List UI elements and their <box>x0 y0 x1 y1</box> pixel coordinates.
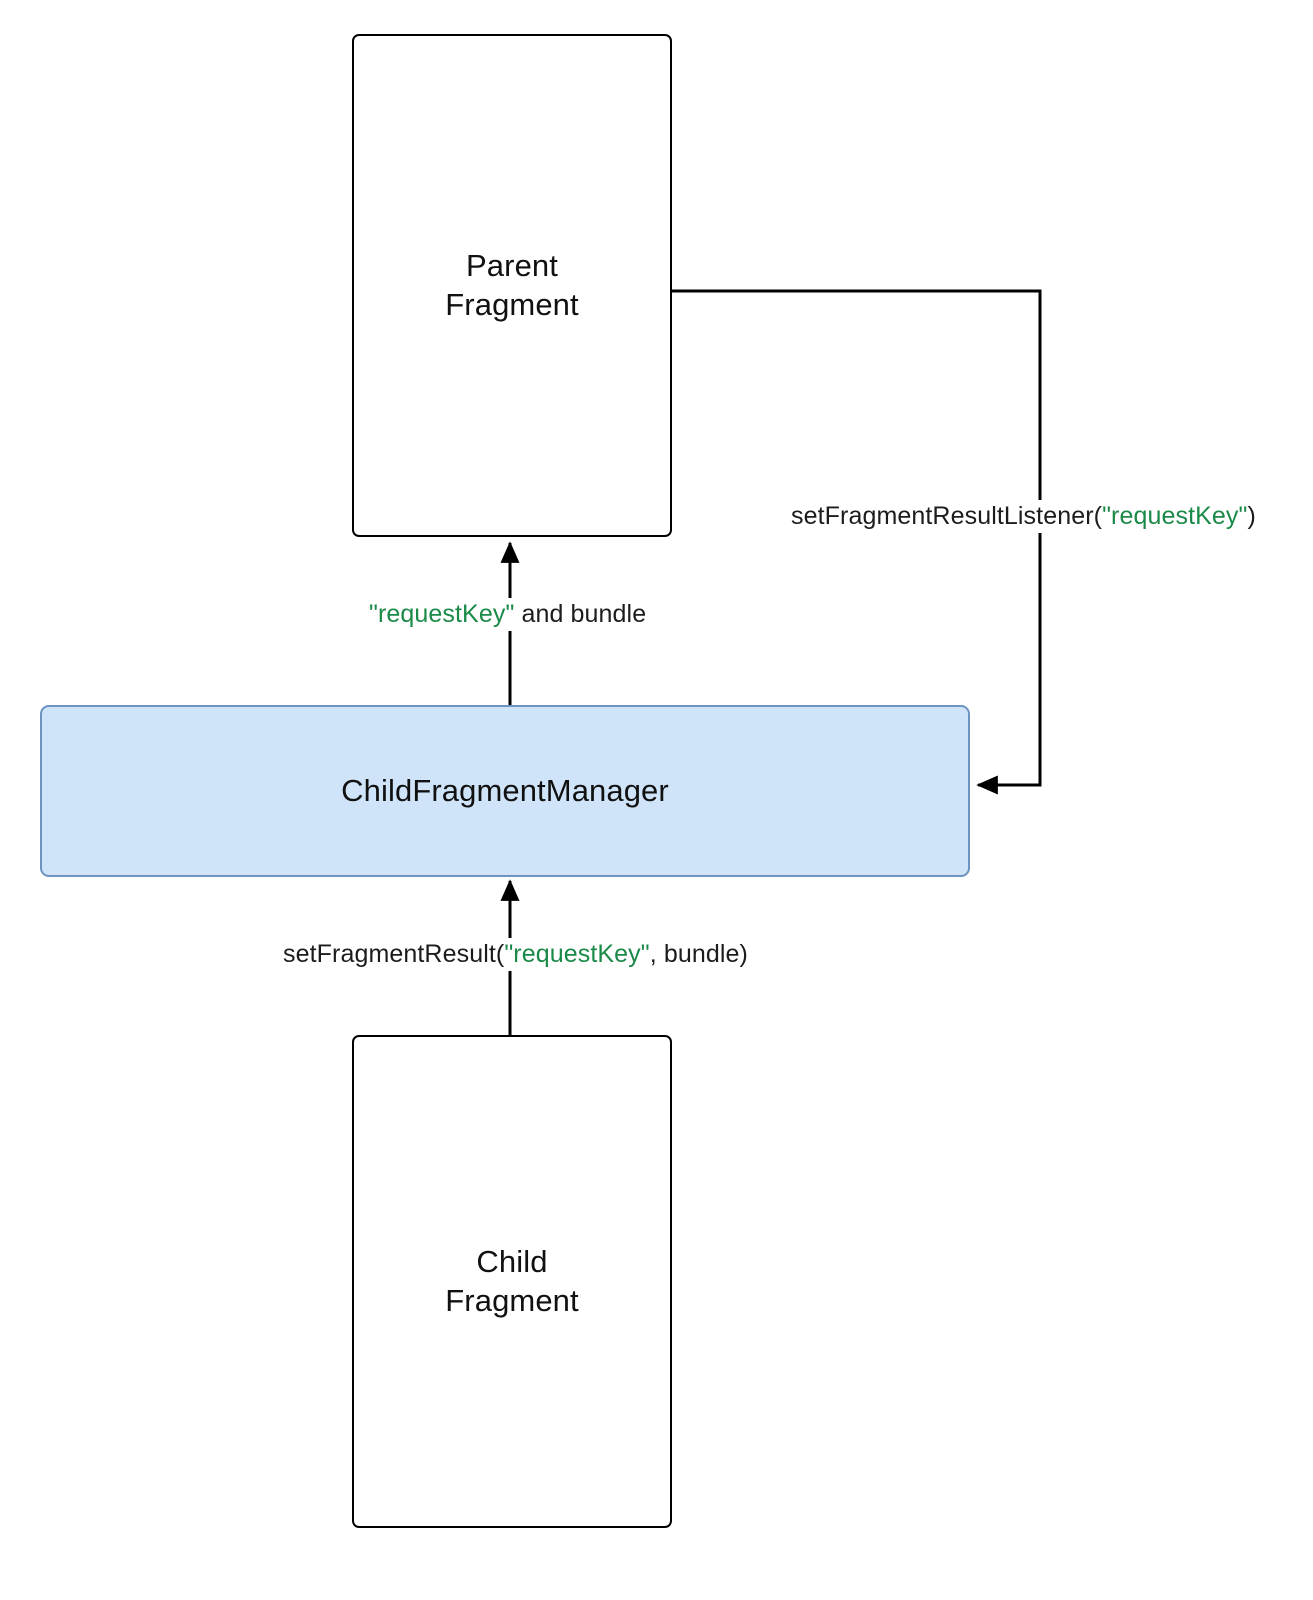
edge-label-set-result-part-0: setFragmentResult( <box>283 940 505 968</box>
edge-label-set-result-part-1: "requestKey" <box>504 940 650 968</box>
node-parent-fragment[interactable]: Parent Fragment <box>352 34 672 537</box>
edge-label-result-delivery-part-1: and bundle <box>514 600 647 628</box>
edge-label-listener-part-0: setFragmentResultListener( <box>791 502 1103 530</box>
node-child-fragment-manager[interactable]: ChildFragmentManager <box>40 705 970 877</box>
node-child-fragment[interactable]: Child Fragment <box>352 1035 672 1528</box>
edge-label-set-result: setFragmentResult("requestKey", bundle) <box>278 938 753 971</box>
node-parent-fragment-label: Parent Fragment <box>445 248 579 322</box>
node-child-fragment-manager-label: ChildFragmentManager <box>341 772 669 808</box>
edge-label-listener: setFragmentResultListener("requestKey") <box>786 500 1261 533</box>
edge-label-set-result-part-2: , bundle) <box>649 940 748 968</box>
edge-label-listener-part-1: "requestKey" <box>1102 502 1248 530</box>
edge-label-listener-part-2: ) <box>1247 502 1256 530</box>
edge-label-result-delivery-part-0: "requestKey" <box>369 600 515 628</box>
edge-path-listener <box>672 289 1042 795</box>
edge-label-result-delivery: "requestKey" and bundle <box>364 598 652 631</box>
node-child-fragment-label: Child Fragment <box>445 1244 579 1318</box>
